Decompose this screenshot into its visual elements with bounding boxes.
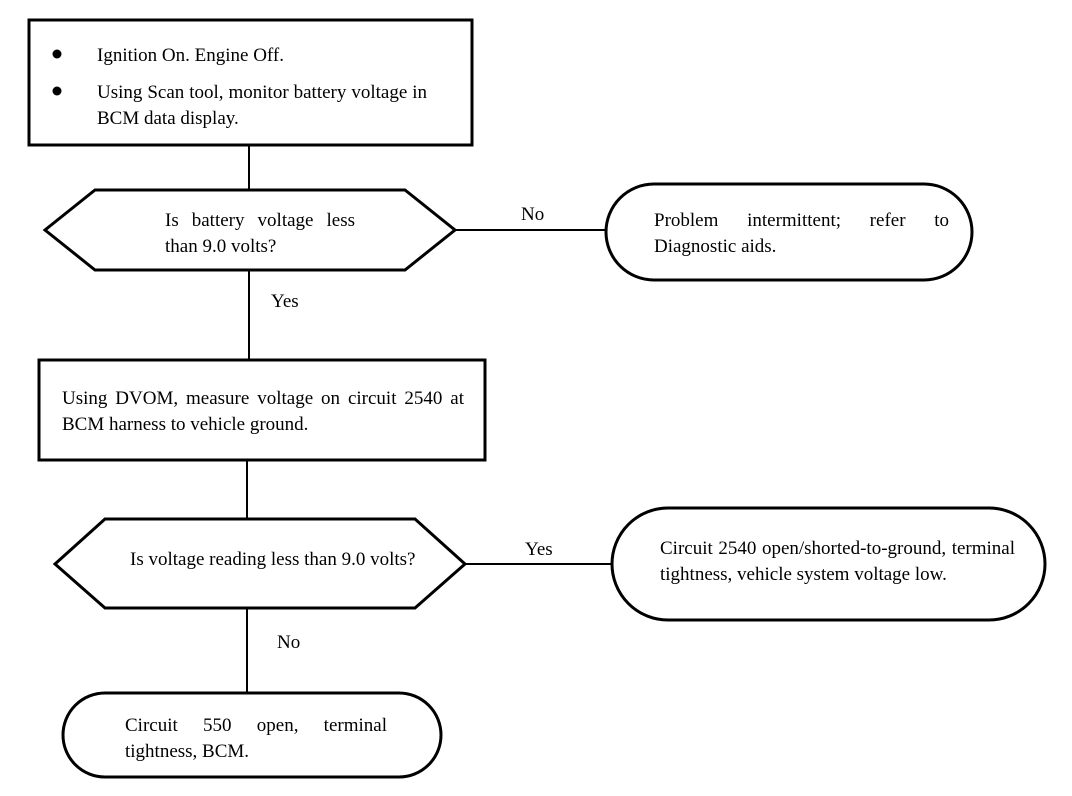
decision-1-diamond [42, 188, 458, 272]
result-1-text: Problem intermittent; refer to Diagnosti… [654, 210, 949, 257]
bullet-icon [52, 49, 62, 59]
bullet-icon [52, 86, 62, 96]
step-2-text: Using DVOM, measure voltage on circuit 2… [62, 388, 464, 435]
result-3-text: Circuit 550 open, terminal tightness, BC… [125, 715, 387, 762]
start-process-box [27, 18, 474, 147]
decision-1-question: Is battery voltage less than 9.0 volts? [165, 210, 355, 257]
result-1-terminal [604, 182, 974, 282]
decision-2-yes-label: Yes [525, 539, 553, 560]
start-bullet-1-text: Ignition On. Engine Off. [97, 45, 284, 66]
result-2-terminal [610, 506, 1047, 622]
decision-2-no-label: No [277, 632, 301, 653]
result-2-text: Circuit 2540 open/shorted-to-ground, ter… [660, 538, 1015, 585]
result-3-terminal [61, 691, 443, 779]
decision-1-no-label: No [521, 204, 545, 225]
step-2-process-box [37, 358, 487, 462]
decision-2-question: Is voltage reading less than 9.0 volts? [130, 549, 416, 570]
decision-1-yes-label: Yes [271, 291, 299, 312]
decision-2-diamond [52, 517, 468, 610]
start-bullet-2-text: Using Scan tool, monitor battery voltage… [97, 82, 427, 129]
